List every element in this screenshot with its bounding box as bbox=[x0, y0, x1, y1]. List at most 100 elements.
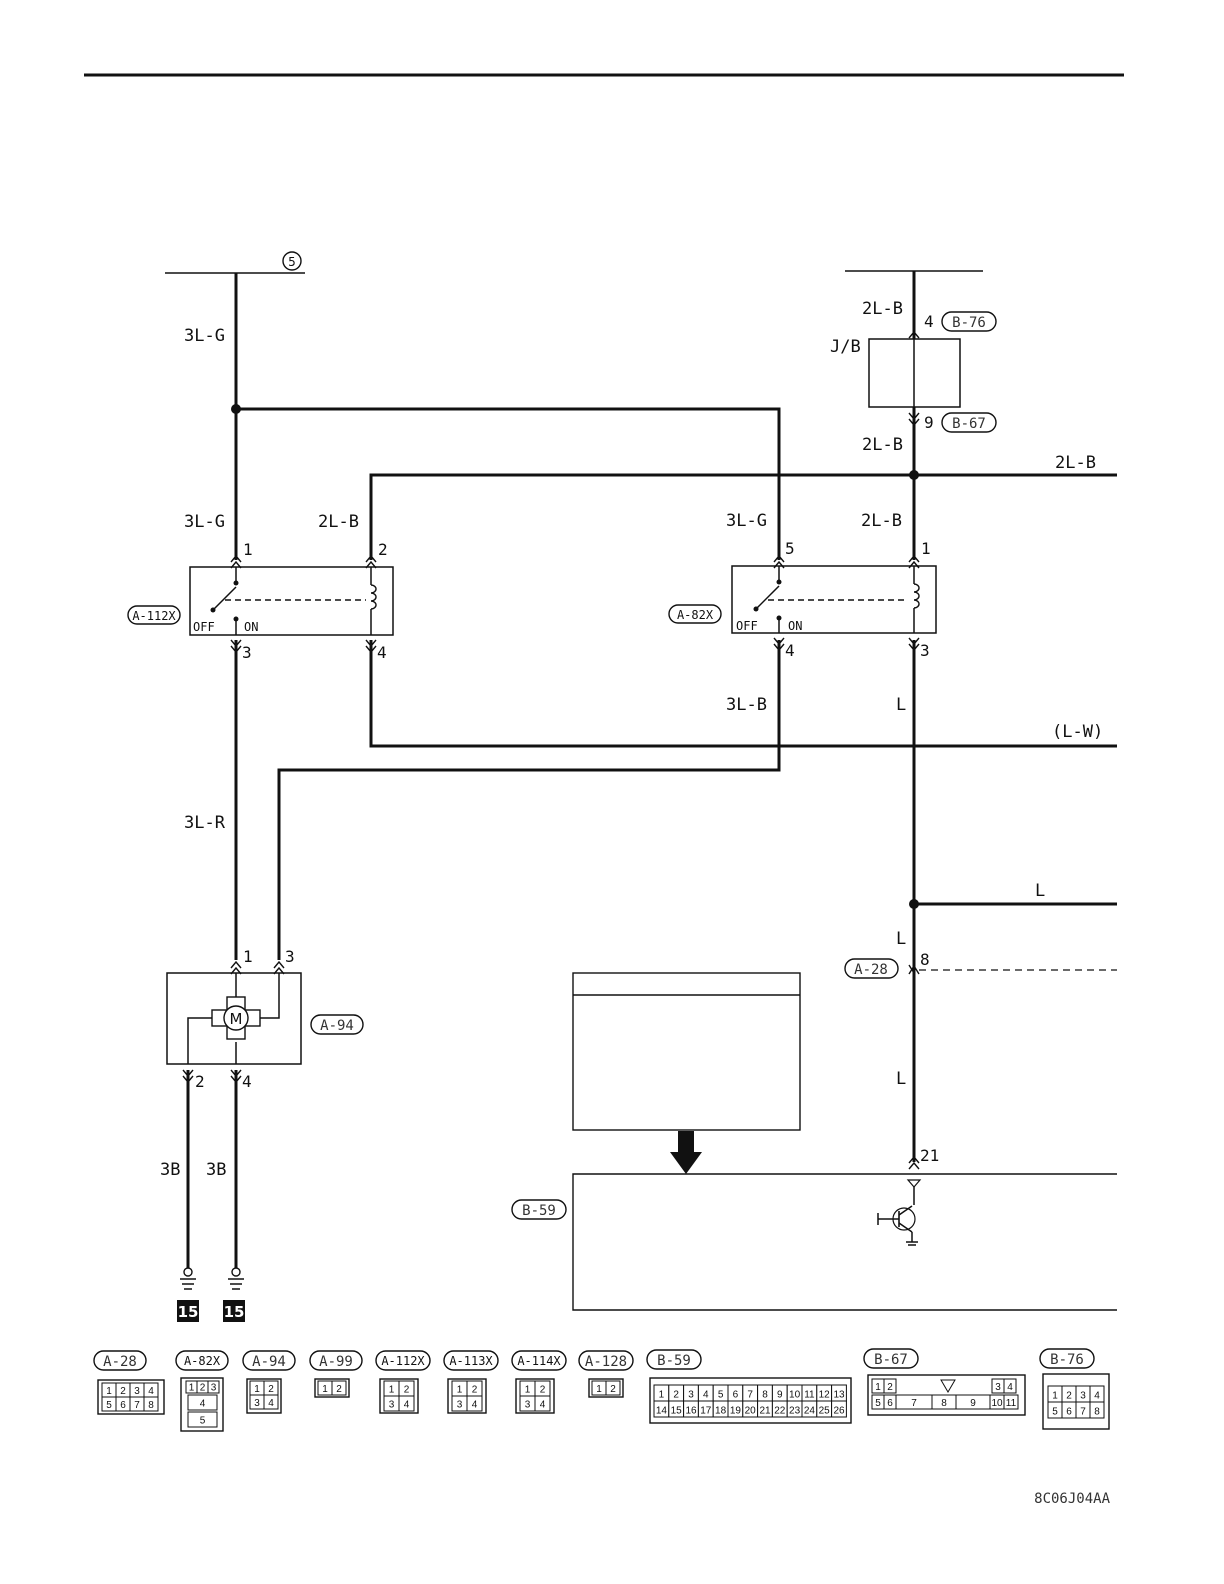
legend-pin-number: 1 bbox=[1052, 1390, 1058, 1401]
legend-pin-number: 1 bbox=[106, 1386, 112, 1397]
svg-text:5: 5 bbox=[288, 255, 296, 269]
transistor-icon bbox=[877, 1179, 922, 1246]
pin-label: 4 bbox=[924, 312, 934, 331]
connector-tag-b67[interactable]: B-67 bbox=[941, 412, 997, 433]
svg-text:A-82X: A-82X bbox=[677, 608, 714, 622]
legend-pin-number: 1 bbox=[254, 1384, 260, 1395]
legend-pin-number: 4 bbox=[200, 1399, 206, 1410]
legend-pin-number: 8 bbox=[148, 1400, 154, 1411]
key-mark-icon bbox=[940, 1379, 956, 1393]
svg-text:A-82X: A-82X bbox=[184, 1354, 221, 1368]
relay-a112x-coil bbox=[370, 567, 377, 635]
legend-pin-number: 26 bbox=[833, 1405, 845, 1416]
svg-text:A-94: A-94 bbox=[252, 1354, 286, 1370]
legend-pin-cell bbox=[534, 1395, 551, 1412]
pin-label: 1 bbox=[921, 539, 931, 558]
wire-3lg-to-relay2 bbox=[236, 407, 781, 560]
legend-pin-number: 23 bbox=[789, 1405, 801, 1416]
wire-label-lw: (L-W) bbox=[1052, 722, 1103, 742]
svg-text:A-114X: A-114X bbox=[517, 1354, 561, 1368]
connector-tag-a82x[interactable]: A-82X bbox=[668, 604, 722, 624]
legend-pin-number: 7 bbox=[1080, 1406, 1086, 1417]
svg-text:15: 15 bbox=[178, 1303, 199, 1321]
ground-point-15[interactable]: 15 bbox=[223, 1300, 245, 1322]
svg-text:B-76: B-76 bbox=[1050, 1352, 1084, 1368]
legend-pin-number: 1 bbox=[875, 1382, 881, 1393]
wire-label-l-1: L bbox=[896, 695, 906, 715]
connector-tag-b59[interactable]: B-59 bbox=[511, 1199, 567, 1220]
legend-pin-cell bbox=[143, 1396, 159, 1412]
legend-pin-number: 3 bbox=[389, 1400, 395, 1411]
legend-pin-cell bbox=[831, 1400, 847, 1418]
legend-pin-number: 4 bbox=[404, 1400, 410, 1411]
ground-point-15[interactable]: 15 bbox=[177, 1300, 199, 1322]
legend-pin-number: 21 bbox=[759, 1405, 771, 1416]
legend-pin-number: 1 bbox=[596, 1384, 602, 1395]
svg-text:A-94: A-94 bbox=[320, 1018, 354, 1034]
connector-tag-b76[interactable]: B-76 bbox=[941, 311, 997, 332]
wire-lw bbox=[369, 640, 1117, 748]
legend-pin-number: 4 bbox=[472, 1400, 478, 1411]
legend-pin-number: 5 bbox=[200, 1416, 206, 1427]
svg-text:B-76: B-76 bbox=[952, 315, 986, 331]
pin-label: 2 bbox=[195, 1072, 205, 1091]
legend-pin-number: 1 bbox=[525, 1385, 531, 1396]
jb-label: J/B bbox=[830, 337, 861, 357]
legend-pin-number: 1 bbox=[189, 1382, 195, 1393]
svg-text:A-28: A-28 bbox=[854, 962, 888, 978]
relay-off-label: OFF bbox=[193, 620, 215, 634]
legend-pin-number: 4 bbox=[148, 1386, 154, 1397]
relay-a82x-switch bbox=[753, 566, 908, 633]
wire-label-2lb-r2: 2L-B bbox=[861, 511, 902, 531]
connector-tag-a28[interactable]: A-28 bbox=[844, 958, 899, 979]
legend-pin-cell bbox=[1003, 1394, 1019, 1410]
legend-pin-number: 4 bbox=[1094, 1390, 1100, 1401]
legend-pin-number: 3 bbox=[211, 1382, 217, 1393]
legend-pin-cell bbox=[1003, 1378, 1017, 1394]
legend-pin-number: 12 bbox=[819, 1389, 831, 1400]
pin-label: 2 bbox=[378, 540, 388, 559]
legend-pin-number: 4 bbox=[1007, 1382, 1013, 1393]
wire-label-2lb-right: 2L-B bbox=[1055, 453, 1096, 473]
connector-tag-a94[interactable]: A-94 bbox=[310, 1014, 364, 1035]
ecu-b59-box bbox=[572, 1173, 1117, 1311]
legend-pin-cell bbox=[187, 1394, 218, 1411]
legend-pin-number: 11 bbox=[804, 1389, 815, 1400]
legend-pin-number: 5 bbox=[875, 1398, 881, 1409]
connector-tag-a112x[interactable]: A-112X bbox=[127, 605, 181, 625]
junction-dot bbox=[909, 470, 919, 480]
pin-label: 3 bbox=[920, 641, 930, 660]
svg-text:B-67: B-67 bbox=[874, 1352, 908, 1368]
pin-label: 1 bbox=[243, 540, 253, 559]
legend-pin-number: 3 bbox=[134, 1386, 140, 1397]
pin-label: 5 bbox=[785, 539, 795, 558]
relay-off-label: OFF bbox=[736, 619, 758, 633]
wire-label-3lg-r2: 3L-G bbox=[726, 511, 767, 531]
legend-pin-number: 4 bbox=[540, 1400, 546, 1411]
relay-a112x-switch bbox=[210, 567, 366, 635]
legend-pin-cell bbox=[466, 1395, 483, 1412]
pin-label: 8 bbox=[920, 950, 930, 969]
legend-pin-number: 10 bbox=[789, 1389, 801, 1400]
legend-pin-number: 6 bbox=[120, 1400, 126, 1411]
svg-text:A-112X: A-112X bbox=[381, 1354, 425, 1368]
legend-pin-number: 11 bbox=[1006, 1398, 1017, 1409]
legend-pin-number: 2 bbox=[404, 1385, 410, 1396]
legend-pin-number: 5 bbox=[1052, 1406, 1058, 1417]
pin-label: 1 bbox=[243, 947, 253, 966]
legend-pin-number: 2 bbox=[610, 1384, 616, 1395]
legend-pin-number: 15 bbox=[671, 1405, 683, 1416]
legend-pin-number: 20 bbox=[745, 1405, 757, 1416]
legend-pin-number: 3 bbox=[525, 1400, 531, 1411]
